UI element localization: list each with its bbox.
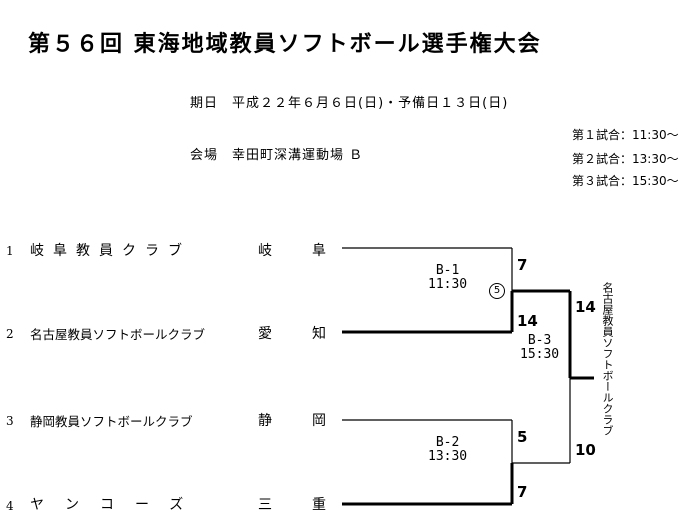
game-time: 15:30 bbox=[520, 347, 560, 362]
team-name: ヤンコーズ bbox=[30, 497, 205, 513]
game-id: B-2 bbox=[435, 435, 460, 450]
score: 7 bbox=[517, 256, 528, 274]
team-prefecture: 岡 bbox=[312, 413, 326, 429]
game-time: 11:30 bbox=[428, 277, 468, 292]
circled-mark: 5 bbox=[489, 283, 505, 299]
game-id: B-3 bbox=[527, 333, 552, 348]
game-label: B-2 13:30 bbox=[428, 436, 467, 464]
event-venue: 会場 幸田町深溝運動場 Ｂ bbox=[190, 148, 364, 163]
score: 5 bbox=[517, 428, 528, 446]
schedule-game-3: 第３試合：15:30〜 bbox=[572, 174, 679, 188]
game-label: B-3 15:30 bbox=[520, 334, 559, 362]
team-number: 1 bbox=[6, 244, 14, 258]
team-name: 静岡教員ソフトボールクラブ bbox=[30, 414, 193, 429]
score: 10 bbox=[575, 441, 596, 459]
score: 14 bbox=[517, 312, 538, 330]
game-id: B-1 bbox=[435, 263, 460, 278]
team-name: 岐阜教員クラブ bbox=[30, 243, 191, 259]
team-prefecture: 岐 bbox=[258, 243, 272, 259]
team-number: 3 bbox=[6, 414, 14, 428]
champion-name: 名古屋教員ソフトボールクラブ bbox=[601, 282, 614, 436]
game-label: B-1 11:30 bbox=[428, 264, 467, 292]
team-prefecture: 重 bbox=[312, 497, 326, 513]
score: 14 bbox=[575, 298, 596, 316]
team-prefecture: 愛 bbox=[258, 326, 272, 342]
page-title: 第５６回 東海地域教員ソフトボール選手権大会 bbox=[28, 32, 542, 57]
schedule-game-2: 第２試合：13:30〜 bbox=[572, 152, 679, 166]
schedule-game-1: 第１試合：11:30〜 bbox=[572, 128, 679, 142]
team-prefecture: 知 bbox=[312, 326, 326, 342]
team-number: 2 bbox=[6, 327, 14, 341]
game-time: 13:30 bbox=[428, 449, 468, 464]
score: 7 bbox=[517, 483, 528, 501]
event-date: 期日 平成２２年６月６日(日)・予備日１３日(日) bbox=[190, 96, 509, 111]
team-prefecture: 静 bbox=[258, 413, 272, 429]
team-number: 4 bbox=[6, 499, 14, 513]
team-prefecture: 三 bbox=[258, 497, 272, 513]
team-name: 名古屋教員ソフトボールクラブ bbox=[30, 327, 206, 342]
team-prefecture: 阜 bbox=[312, 243, 326, 259]
